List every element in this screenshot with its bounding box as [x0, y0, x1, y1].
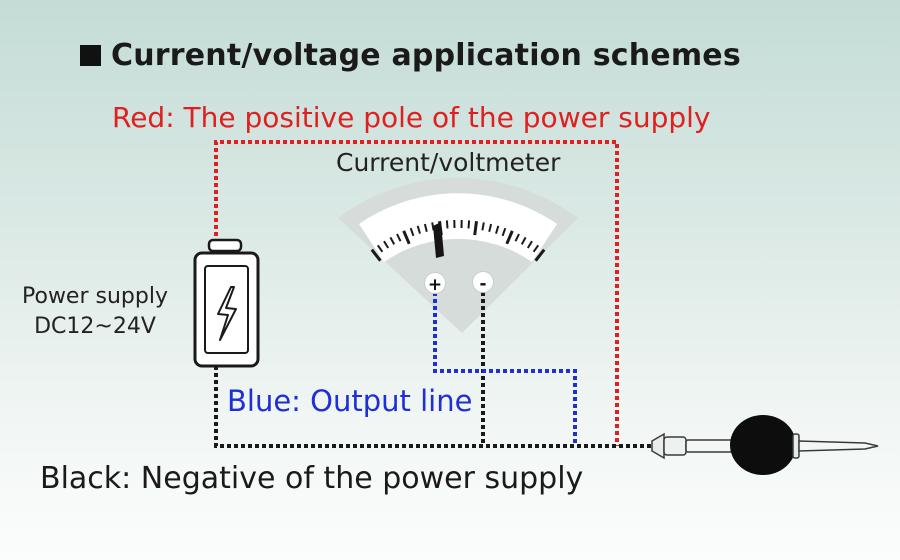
black-wire-main: [214, 366, 660, 448]
meter-scale-tick: [488, 223, 493, 232]
meter-label: Current/voltmeter: [336, 148, 561, 177]
probe-shaft-rear: [685, 439, 733, 453]
page-title: Current/voltage application schemes: [80, 38, 741, 73]
probe-cable-gland: [651, 432, 665, 460]
meter-scale-tick: [520, 236, 527, 245]
battery-inner: [204, 265, 249, 354]
meter-terminal-positive: +: [424, 272, 446, 295]
black-wire-label: Black: Negative of the power supply: [40, 461, 584, 496]
meter-scale-tick: [495, 225, 500, 234]
red-wire-label: Red: The positive pole of the power supp…: [112, 101, 711, 134]
meter-scale-tick: [396, 233, 402, 242]
power-supply-label-line1: Power supply: [22, 284, 168, 309]
probe-handle: [730, 415, 796, 475]
meter-scale-tick: [416, 225, 421, 234]
meter-scale-tick: [526, 240, 533, 249]
meter-scale-tick: [389, 236, 396, 245]
temperature-probe-icon: [651, 415, 879, 475]
meter-scale-tick: [473, 221, 478, 236]
meter-scale-ticks: [370, 219, 546, 262]
meter-scale-face: [359, 193, 557, 262]
title-text: Current/voltage application schemes: [111, 38, 741, 73]
positive-terminal-label: +: [428, 275, 442, 295]
probe-needle: [798, 440, 879, 452]
meter-scale-tick: [534, 248, 546, 262]
lightning-bolt-icon: [217, 286, 237, 341]
blue-wire-label: Blue: Output line: [227, 384, 473, 418]
blue-output-wire: [433, 292, 577, 446]
meter-scale-tick: [505, 230, 514, 245]
power-supply-label: Power supply DC12~24V: [22, 282, 168, 342]
red-wire-path: [214, 140, 619, 446]
battery-icon: [193, 238, 260, 368]
meter-scale-tick: [370, 248, 382, 262]
meter-needle: [433, 222, 444, 258]
blue-wire-path: [433, 292, 577, 446]
battery-case: [193, 251, 260, 368]
meter-scale-tick: [467, 220, 471, 229]
meter-terminal-negative: -: [472, 271, 494, 294]
meter-scale-tick: [383, 240, 390, 249]
meter-scale-tick: [481, 222, 485, 231]
meter-scale-tick: [402, 230, 411, 245]
power-supply-label-line2: DC12~24V: [34, 314, 156, 339]
red-positive-wire: [214, 140, 619, 446]
title-bullet-icon: [80, 45, 101, 66]
meter-scale-tick: [409, 227, 415, 237]
meter-icon: [338, 178, 578, 333]
meter-scale-tick: [501, 227, 507, 237]
battery-terminal: [207, 238, 243, 253]
probe-collar: [792, 433, 800, 459]
meter-scale-tick: [532, 244, 540, 253]
negative-terminal-label: -: [479, 274, 486, 294]
black-negative-wire: [214, 292, 660, 448]
meter-scale-tick: [514, 233, 520, 242]
meter-scale-tick: [445, 220, 449, 229]
meter-scale-tick: [376, 244, 384, 253]
meter-scale-tick: [423, 223, 428, 232]
probe-connector: [663, 436, 687, 456]
